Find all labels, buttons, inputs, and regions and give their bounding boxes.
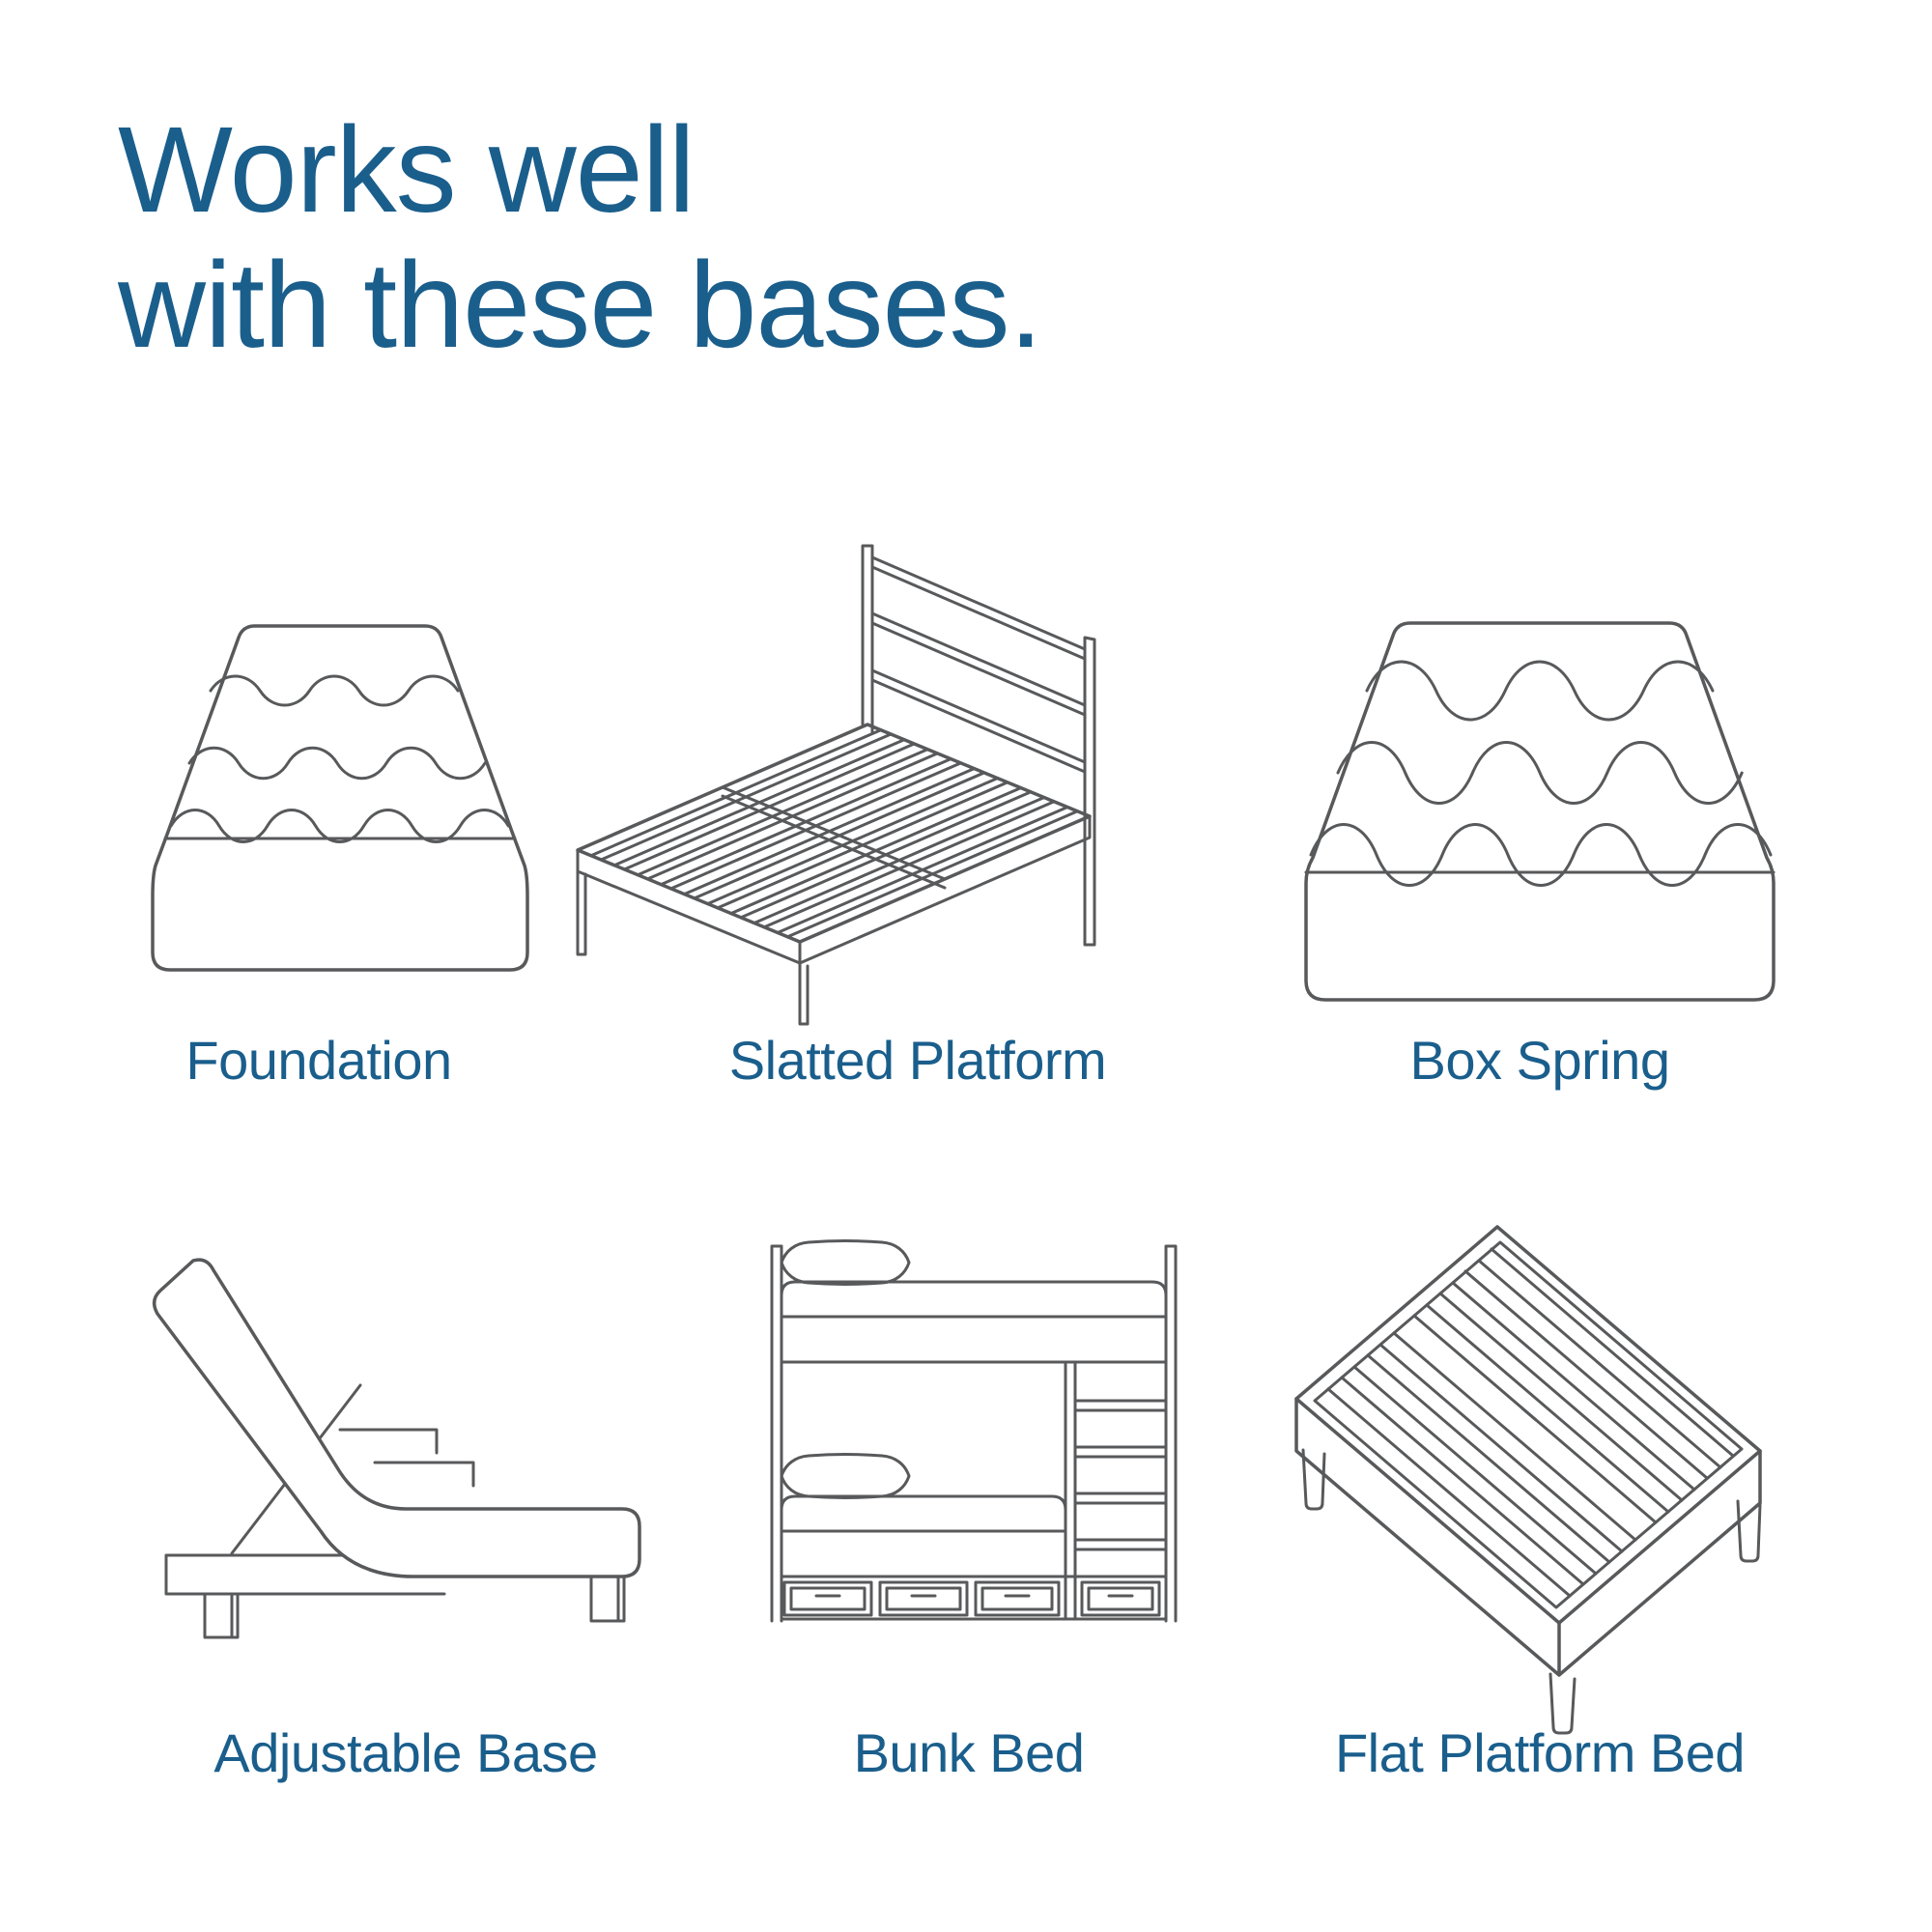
page-title: Works well with these bases.	[118, 101, 1043, 373]
box-spring-icon	[1304, 621, 1776, 1002]
page-title-line1: Works well	[118, 101, 696, 238]
label-slatted-platform: Slatted Platform	[728, 1030, 1107, 1091]
bunk-bed-icon	[770, 1239, 1178, 1623]
label-foundation: Foundation	[185, 1030, 452, 1091]
foundation-mattress-icon	[151, 624, 529, 972]
flat-platform-bed-icon	[1294, 1225, 1762, 1735]
label-box-spring: Box Spring	[1409, 1030, 1670, 1091]
adjustable-base-icon	[152, 1258, 641, 1639]
label-bunk-bed: Bunk Bed	[853, 1722, 1085, 1783]
slatted-platform-bed-icon	[576, 544, 1096, 1026]
label-adjustable-base: Adjustable Base	[213, 1722, 598, 1783]
page-title-line2: with these bases.	[118, 236, 1043, 373]
label-flat-platform-bed: Flat Platform Bed	[1334, 1722, 1746, 1783]
